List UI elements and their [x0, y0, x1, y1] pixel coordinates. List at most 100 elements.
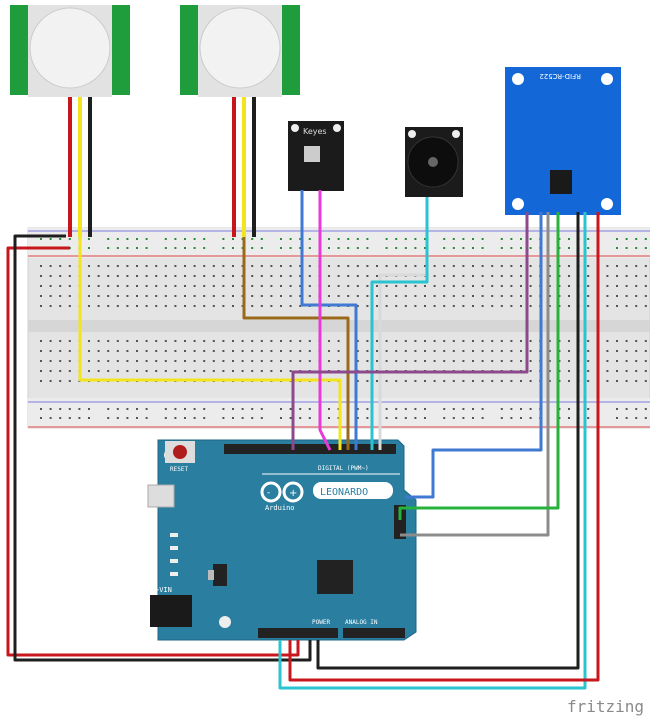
breadboard-hole	[472, 305, 474, 307]
breadboard-hole	[385, 408, 388, 410]
breadboard-hole	[462, 408, 465, 410]
breadboard-hole	[587, 370, 590, 372]
breadboard-hole	[193, 360, 196, 362]
wire-black-ground[interactable]	[13, 234, 312, 662]
wire-magenta-led[interactable]	[318, 190, 332, 451]
breadboard-hole	[404, 340, 407, 342]
breadboard-hole	[184, 417, 186, 419]
breadboard-hole	[529, 340, 532, 342]
breadboard-hole	[136, 275, 138, 277]
breadboard-hole	[491, 360, 494, 362]
breadboard-hole	[472, 285, 474, 287]
wire-blue-led[interactable]	[300, 190, 358, 450]
breadboard-hole	[174, 370, 177, 372]
wire-brown-pir2[interactable]	[242, 237, 350, 450]
breadboard-hole	[299, 408, 302, 410]
breadboard-hole	[136, 295, 138, 297]
breadboard-hole	[568, 350, 570, 352]
breadboard-hole	[616, 417, 618, 419]
breadboard-hole	[299, 295, 302, 297]
breadboard-hole	[625, 265, 628, 267]
breadboard-hole	[491, 285, 494, 287]
breadboard-hole	[424, 380, 426, 382]
breadboard-hole	[40, 417, 42, 419]
breadboard-hole	[68, 360, 71, 362]
breadboard-hole	[126, 265, 129, 267]
wire-red-power[interactable]	[6, 246, 300, 657]
breadboard-hole	[212, 285, 215, 287]
breadboard-hole	[88, 275, 90, 277]
wire-cyan-rfid[interactable]	[278, 212, 587, 690]
breadboard-hole	[145, 275, 148, 277]
breadboard-hole	[251, 275, 254, 277]
wire-black-rfid[interactable]	[316, 212, 580, 670]
wire-red-rfid[interactable]	[288, 212, 600, 682]
breadboard-hole	[241, 417, 244, 419]
breadboard-hole	[155, 350, 158, 352]
breadboard-hole	[299, 238, 302, 240]
breadboard-hole	[203, 408, 206, 410]
breadboard-hole	[280, 265, 282, 267]
arduino-leonardo: RESET DIGITAL (PWM~) - + Arduino LEONARD…	[147, 439, 417, 641]
breadboard-hole	[500, 265, 503, 267]
breadboard-hole	[203, 238, 206, 240]
breadboard-hole	[299, 265, 302, 267]
breadboard-hole	[606, 275, 609, 277]
breadboard-hole	[251, 285, 254, 287]
breadboard-hole	[68, 350, 71, 352]
breadboard-hole	[443, 360, 446, 362]
breadboard-hole	[491, 340, 494, 342]
breadboard-hole	[260, 408, 263, 410]
breadboard-hole	[59, 340, 62, 342]
breadboard-hole	[404, 417, 407, 419]
breadboard-hole	[395, 350, 398, 352]
breadboard-hole	[145, 340, 148, 342]
breadboard-hole	[548, 370, 551, 372]
breadboard-hole	[251, 340, 254, 342]
breadboard-hole	[164, 275, 167, 277]
breadboard-hole	[241, 350, 244, 352]
breadboard-hole	[232, 340, 234, 342]
breadboard-hole	[520, 360, 522, 362]
breadboard-hole	[462, 295, 465, 297]
breadboard-hole	[568, 380, 570, 382]
breadboard-hole	[616, 370, 618, 372]
breadboard-hole	[251, 417, 254, 419]
breadboard-hole	[529, 265, 532, 267]
breadboard-hole	[366, 265, 369, 267]
breadboard-hole	[289, 408, 292, 410]
breadboard-hole	[88, 295, 90, 297]
breadboard-hole	[481, 305, 484, 307]
breadboard-hole	[481, 408, 484, 410]
breadboard-hole	[548, 275, 551, 277]
breadboard-hole	[366, 350, 369, 352]
breadboard-hole	[481, 247, 484, 249]
wire-yellow-pir1[interactable]	[78, 237, 342, 450]
breadboard-hole	[40, 370, 42, 372]
wire-blue-rfid[interactable]	[405, 212, 543, 499]
wire-cyan-buzzer[interactable]	[370, 197, 429, 450]
breadboard-hole	[472, 238, 474, 240]
breadboard-hole	[164, 285, 167, 287]
breadboard-hole	[164, 370, 167, 372]
breadboard-hole	[424, 295, 426, 297]
breadboard-hole	[481, 380, 484, 382]
breadboard-hole	[59, 285, 62, 287]
breadboard-hole	[452, 340, 455, 342]
breadboard-hole	[529, 417, 532, 419]
breadboard-hole	[414, 265, 417, 267]
breadboard-hole	[145, 285, 148, 287]
wire-grey-rfid[interactable]	[400, 212, 550, 537]
breadboard-hole	[289, 350, 292, 352]
breadboard-hole	[241, 370, 244, 372]
breadboard-hole	[644, 238, 647, 240]
breadboard-hole	[193, 275, 196, 277]
breadboard-hole	[644, 380, 647, 382]
breadboard-hole	[289, 275, 292, 277]
breadboard-hole	[97, 305, 100, 307]
breadboard-hole	[510, 380, 513, 382]
wire-purple-rfid[interactable]	[291, 212, 529, 450]
breadboard-hole	[510, 350, 513, 352]
wire-green-rfid[interactable]	[398, 212, 560, 520]
breadboard-hole	[260, 350, 263, 352]
